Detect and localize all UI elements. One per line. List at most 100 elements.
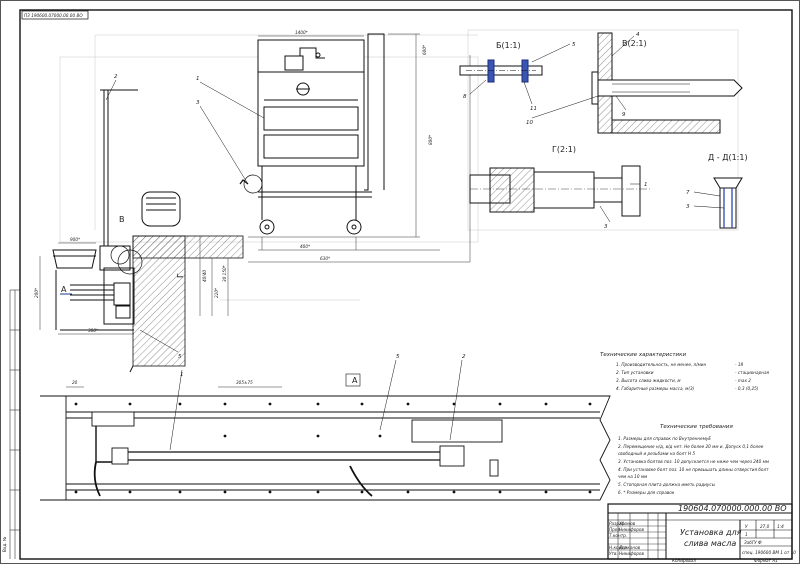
tech-req-5: 4. При установке болт поз. 10 не превыша… xyxy=(618,467,769,472)
doc-code: 190604.070000.000.00 ВО xyxy=(678,504,786,513)
tb-name-2: Никифоров xyxy=(619,527,644,532)
dim-20: 20 xyxy=(72,380,78,385)
dim-width: 900* xyxy=(70,237,80,242)
tb-row-checked: Пров. xyxy=(609,527,621,532)
callout-2-pipe: 2 xyxy=(114,74,118,80)
detail-b xyxy=(459,59,543,83)
left-dimensions xyxy=(39,236,229,335)
mass: 27,0 xyxy=(760,524,770,529)
tb-name-1: Хромов xyxy=(618,521,636,526)
tech-req-7: 5. Стопорная плита должна иметь радиусы xyxy=(618,482,716,487)
org-line-1: ЗабГУ Ф xyxy=(744,540,762,545)
callout-3-d: 3 xyxy=(686,204,690,210)
vertical-pipe xyxy=(100,89,138,246)
callout-3-g: 3 xyxy=(604,224,608,230)
dim-300: 300* xyxy=(88,328,98,333)
tech-req-2: 2. Перемещение н/д, в/д нет. Не более 20… xyxy=(618,444,764,449)
view-a-arrow: A xyxy=(61,285,67,294)
callout-5-b: 5 xyxy=(572,42,576,48)
title-block xyxy=(607,503,793,560)
dim-top: 1400* xyxy=(295,30,308,35)
detail-g xyxy=(469,165,650,217)
tech-val-4: - 0,3 (0,25) xyxy=(735,386,759,391)
callout-2-plan: 2 xyxy=(462,354,466,360)
tech-req-8: 6. * Размеры для справок xyxy=(618,490,675,495)
callout-1-cart: 1 xyxy=(196,76,200,82)
format-label: Формат А1 xyxy=(754,558,778,563)
view-v-title: В(2:1) xyxy=(622,39,647,48)
dim-left-h: 200* xyxy=(34,288,39,298)
tech-req-4: 3. Установка болтов поз. 10 допускается … xyxy=(618,459,769,464)
tech-char-3: 3. Высота слива жидкости, м xyxy=(616,378,681,383)
tech-char-1: 1. Производительность, не менее, л/мин xyxy=(616,362,707,367)
plan-view-a xyxy=(40,395,611,501)
view-b-mark: B xyxy=(119,215,125,224)
dim-400: 400* xyxy=(300,244,310,249)
stage: У xyxy=(745,524,748,529)
tech-val-2: - стационарная xyxy=(735,370,770,375)
view-a-title: A xyxy=(352,376,358,385)
scale: 1:4 xyxy=(777,524,784,529)
view-g-mark: Г xyxy=(176,273,185,278)
dim-v2: 30 150* xyxy=(222,265,227,282)
tb-name-5: Никифоров xyxy=(619,551,644,556)
dim-v3: 220* xyxy=(214,288,219,298)
copied-label: Копировал xyxy=(672,558,696,563)
view-d-title: Д - Д(1:1) xyxy=(708,153,748,162)
title-line-2: слива масла xyxy=(684,539,736,548)
tech-char-2: 2. Тип установки xyxy=(616,370,654,375)
callout-10-v: 10 xyxy=(526,120,533,126)
tech-characteristics: Технические характеристики 1. Производит… xyxy=(600,352,770,391)
plan-bolts xyxy=(74,402,592,494)
callout-7-d: 7 xyxy=(686,190,690,196)
tech-val-3: - max 2 xyxy=(735,378,751,383)
tech-val-1: - 18 xyxy=(735,362,744,367)
tb-row-developed: Разраб. xyxy=(609,521,625,526)
tb-row-approved: Утв. xyxy=(609,551,618,556)
callout-8-b: 8 xyxy=(463,94,467,100)
callout-11-b: 11 xyxy=(530,106,537,112)
callout-5-left: 5 xyxy=(178,354,182,360)
tb-row-tcontrol: Т.контр. xyxy=(609,533,627,538)
tech-req-3: свободный и резьбами на болт Н 5 xyxy=(618,451,696,456)
title-block-row-labels: Разраб. Пров. Т.контр. Н.контр. Утв. Хро… xyxy=(609,521,644,556)
org-line-2: спец. 190600 ВМ 1 от 10 xyxy=(742,550,796,555)
top-stamp: ПЗ 190600.07000.00.00 ВО xyxy=(24,13,83,18)
callout-3-v: 4 xyxy=(636,32,640,38)
sheet-no: 1 xyxy=(745,532,748,537)
tech-req-6: чем на 10 мм xyxy=(618,474,647,479)
dim-pitch: 305±75 xyxy=(236,380,253,385)
callout-1-g: 1 xyxy=(644,182,648,188)
view-b-title: Б(1:1) xyxy=(496,41,521,50)
cart-dimensions xyxy=(248,33,471,263)
view-g-title: Г(2:1) xyxy=(552,145,576,154)
detail-v xyxy=(591,32,743,134)
drain-tray-assembly xyxy=(52,245,143,331)
callout-3-cart: 3 xyxy=(196,100,200,106)
callout-5-plan: 5 xyxy=(396,354,400,360)
leader-lines xyxy=(105,35,725,451)
tech-requirements: Технические требования 1. Размеры для сп… xyxy=(618,424,769,495)
top-stamp-box xyxy=(21,10,89,20)
inner-frame xyxy=(19,9,793,560)
dim-side: 600* xyxy=(422,45,427,55)
dim-height: 800* xyxy=(428,135,433,145)
barrel xyxy=(141,191,181,227)
tech-req-1: 1. Размеры для справок по ВнутреннемуЕ xyxy=(618,436,711,441)
tech-req-heading: Технические требования xyxy=(660,424,733,430)
dim-630: 630* xyxy=(320,256,330,261)
view-a-box xyxy=(345,373,361,387)
tb-name-4: Дьяконов xyxy=(618,545,641,550)
title-line-1: Установка для xyxy=(680,528,742,537)
floor-section xyxy=(129,235,244,373)
dim-v1: 40/40 xyxy=(202,270,207,282)
callout-9-v: 9 xyxy=(622,112,626,118)
callout-numbers: 1 3 2 5 1 5 2 5 8 11 10 4 9 1 3 7 3 xyxy=(114,32,690,378)
callout-1-plan: 1 xyxy=(180,372,184,378)
side-label: Вхд. № xyxy=(2,536,7,552)
tech-char-4: 4. Габаритные размеры масса, м(3) xyxy=(616,386,695,391)
left-strip xyxy=(9,289,20,559)
oil-drain-cart xyxy=(239,33,385,235)
